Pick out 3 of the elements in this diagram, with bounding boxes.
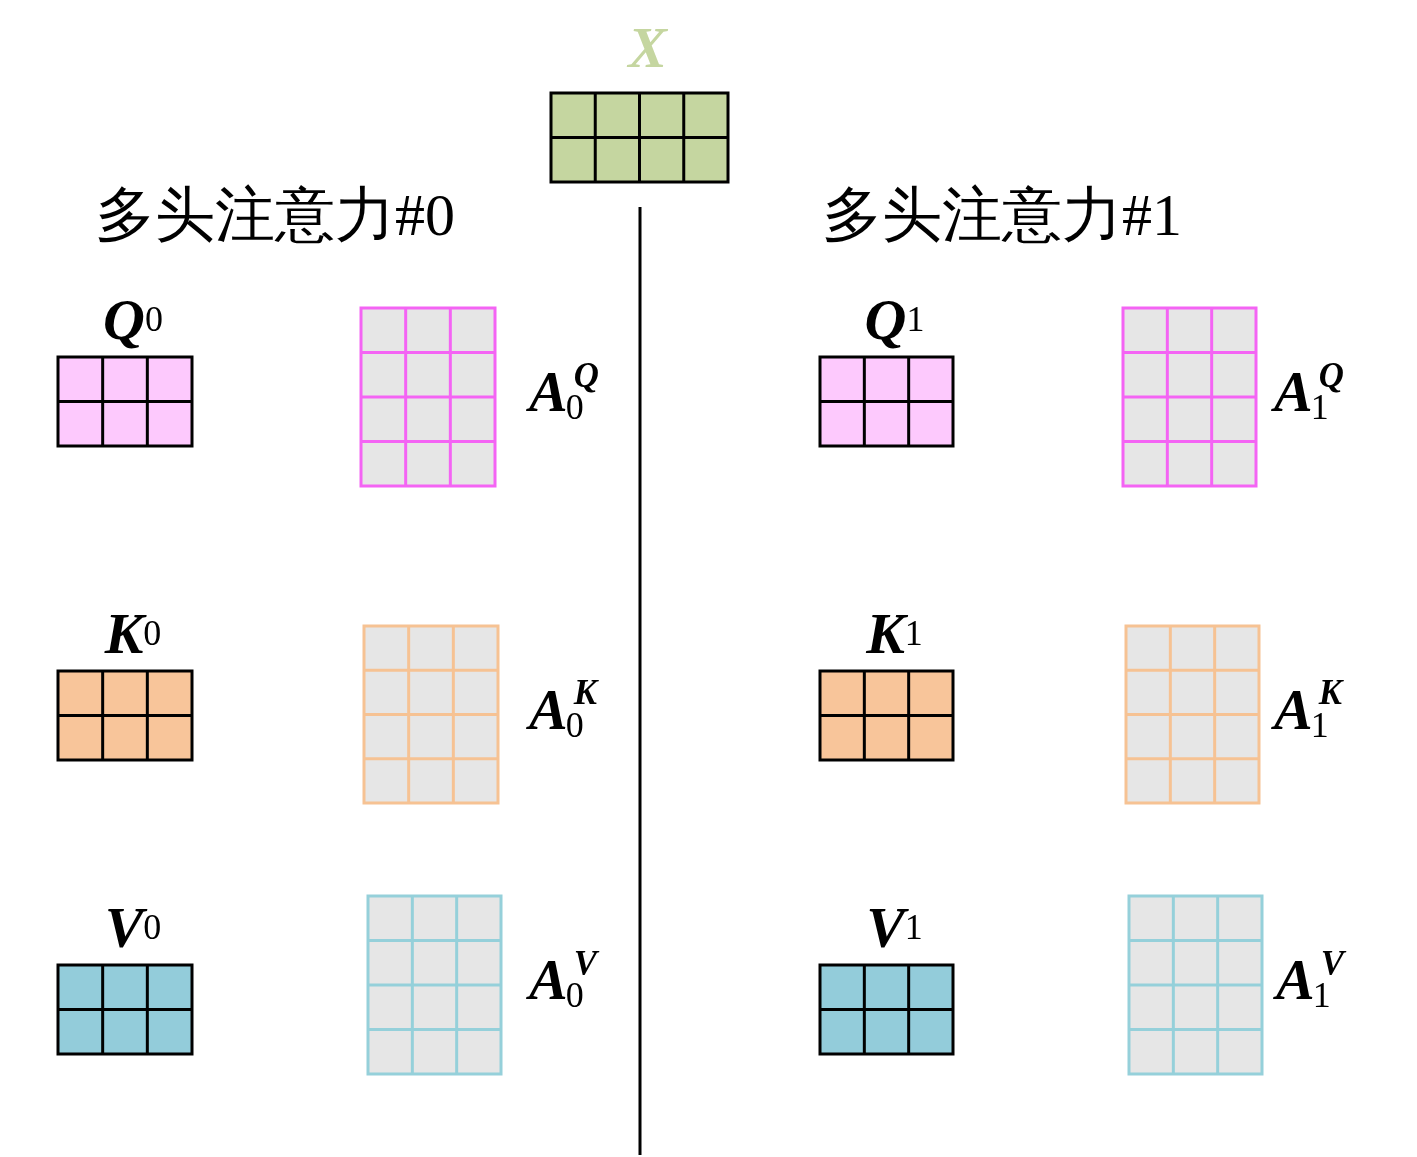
section-heading: 多头注意力#0 [95, 185, 455, 245]
matrix-label: X [628, 13, 667, 82]
section-heading: 多头注意力#1 [822, 185, 1182, 245]
